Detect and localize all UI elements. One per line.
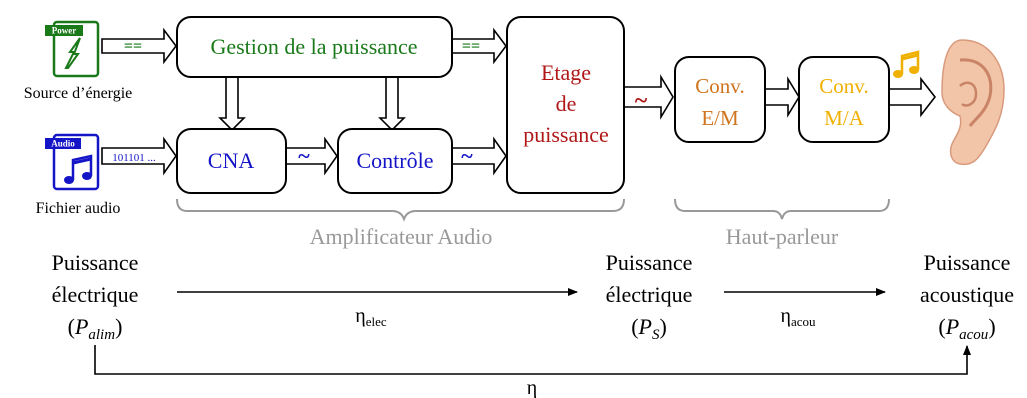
p-alim-line1: Puissance: [52, 250, 139, 275]
arrow-controle-to-etage: [452, 139, 506, 173]
etage-label-line3: puissance: [523, 122, 609, 147]
haut-parleur-label: Haut-parleur: [726, 224, 839, 249]
ac-symbol-3: ~: [635, 88, 648, 114]
arrow-etage-to-conv-em: [624, 77, 673, 117]
dc-symbol-2: ==: [462, 38, 480, 55]
arrow-conv-em-to-conv-ma: [765, 79, 799, 115]
power-badge-text: Power: [52, 26, 77, 36]
amplificateur-label: Amplificateur Audio: [310, 224, 493, 249]
gestion-label: Gestion de la puissance: [210, 34, 417, 59]
eta-elec-label: ηelec: [355, 305, 387, 329]
music-note-icon: [893, 52, 919, 78]
p-s-line1: Puissance: [606, 250, 693, 275]
p-acou-line2: acoustique: [920, 282, 1014, 307]
dc-symbol-1: ==: [124, 38, 142, 55]
etage-label-line2: de: [556, 91, 577, 116]
arrow-gestion-to-cna: [220, 77, 244, 130]
p-s-line2: électrique: [606, 282, 693, 307]
audio-file-icon: Audio: [45, 135, 98, 189]
eta-total-arrow: [95, 345, 967, 374]
cna-label: CNA: [208, 148, 255, 173]
audio-badge-text: Audio: [51, 139, 75, 149]
conv-em-line1: Conv.: [695, 74, 744, 98]
haut-parleur-brace: [675, 199, 889, 219]
p-acou-symbol: (Pacou): [938, 314, 995, 343]
audio-file-caption: Fichier audio: [36, 200, 121, 217]
power-source-icon: Power: [45, 22, 98, 76]
ac-symbol-2: ~: [461, 143, 473, 168]
bits-label: 101101 ...: [112, 152, 156, 164]
eta-total-label: η: [527, 377, 537, 398]
controle-label: Contrôle: [357, 148, 434, 173]
eta-acou-label: ηacou: [780, 305, 816, 329]
p-s-symbol: (PS): [631, 314, 667, 343]
p-alim-symbol: (Palim): [68, 314, 123, 343]
p-acou-line1: Puissance: [924, 250, 1011, 275]
arrow-conv-ma-to-ear: [889, 79, 935, 115]
etage-label-line1: Etage: [541, 60, 591, 85]
power-source-caption: Source d’énergie: [24, 85, 133, 102]
p-alim-line2: électrique: [52, 282, 139, 307]
arrow-cna-to-controle: [286, 139, 337, 173]
conv-em-line2: E/M: [701, 106, 739, 130]
conv-ma-line2: M/A: [824, 106, 865, 130]
amplificateur-brace: [177, 199, 624, 219]
ac-symbol-1: ~: [298, 143, 310, 168]
arrow-gestion-to-controle: [380, 77, 404, 130]
ear-icon: [942, 40, 1004, 164]
conv-ma-line1: Conv.: [819, 74, 868, 98]
